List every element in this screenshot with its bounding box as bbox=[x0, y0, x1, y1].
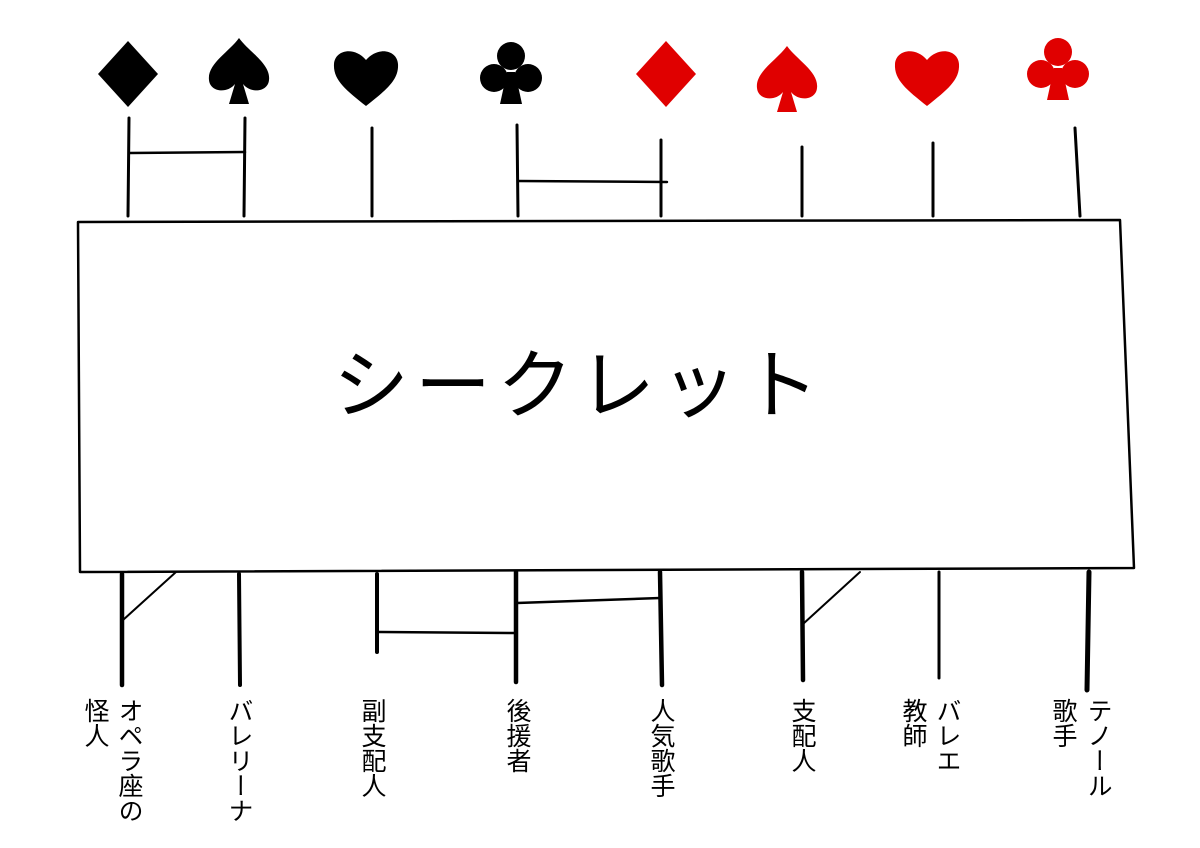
label-opera-phantom-line1: オペラ座の bbox=[115, 698, 144, 823]
label-ballerina: バレリーナ bbox=[225, 698, 254, 823]
suit-club-black-icon bbox=[480, 42, 542, 104]
label-popular-singer: 人気歌手 bbox=[647, 698, 676, 798]
top-line-1 bbox=[126, 116, 131, 218]
box-title: シークレット bbox=[333, 341, 825, 430]
bottom-line-5 bbox=[657, 569, 665, 688]
label-manager: 支配人 bbox=[788, 698, 817, 773]
label-ballet-teacher-line2: 教師 bbox=[899, 698, 928, 748]
label-tenor-singer-line2: 歌手 bbox=[1049, 698, 1078, 748]
label-patron: 後援者 bbox=[503, 698, 532, 773]
bottom-bridge-4-5 bbox=[515, 596, 662, 605]
label-tenor-singer-line1: テノール bbox=[1084, 698, 1113, 798]
bottom-line-8 bbox=[1084, 569, 1092, 693]
label-ballet-teacher-line1: バレエ bbox=[933, 698, 962, 773]
suit-heart-red-icon bbox=[894, 51, 960, 106]
bottom-line-2 bbox=[237, 572, 242, 687]
top-connectors bbox=[126, 116, 1082, 218]
suit-spade-red-icon bbox=[756, 46, 818, 112]
label-opera-phantom-line2: 怪人 bbox=[81, 698, 110, 748]
top-bridge-4-5 bbox=[516, 179, 669, 184]
suit-spade-black-icon bbox=[208, 38, 270, 104]
top-bridge-1-2 bbox=[128, 150, 247, 155]
top-line-8 bbox=[1073, 126, 1082, 218]
title-box bbox=[76, 218, 1136, 574]
bottom-line-6 bbox=[799, 569, 806, 683]
top-line-2 bbox=[242, 116, 247, 218]
suit-heart-black-icon bbox=[333, 51, 399, 106]
bottom-diagonal-1-2 bbox=[122, 571, 177, 621]
bottom-bridge-3-4 bbox=[376, 630, 517, 635]
bottom-diagonal-6-7 bbox=[802, 571, 861, 625]
suit-club-red-icon bbox=[1027, 38, 1089, 100]
suit-diamond-black-icon bbox=[98, 41, 158, 107]
suit-diamond-red-icon bbox=[636, 41, 696, 107]
bottom-connectors bbox=[119, 569, 1092, 693]
top-line-4 bbox=[515, 123, 520, 218]
label-vice-manager: 副支配人 bbox=[358, 698, 387, 798]
